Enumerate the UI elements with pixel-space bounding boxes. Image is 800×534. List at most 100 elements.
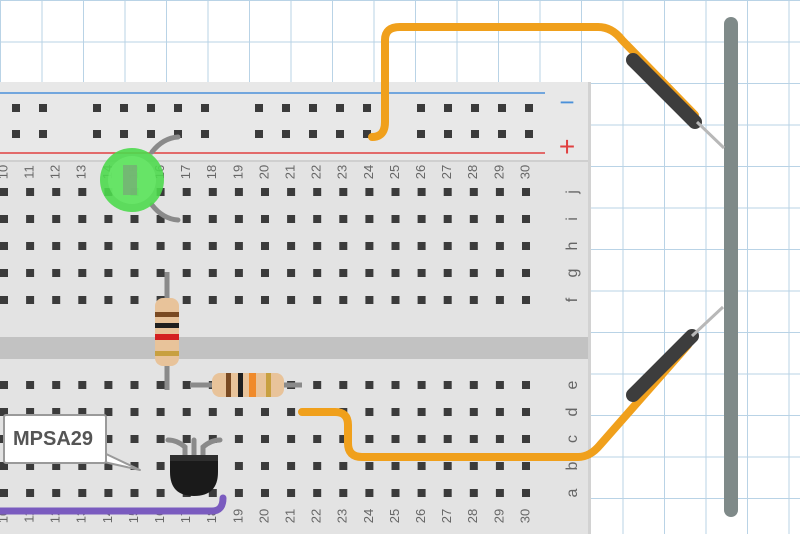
hole[interactable] [391, 188, 400, 196]
hole[interactable] [417, 242, 426, 250]
hole[interactable] [208, 188, 217, 196]
hole[interactable] [26, 296, 35, 304]
hole[interactable] [339, 381, 348, 389]
hole[interactable] [287, 296, 296, 304]
hole[interactable] [130, 381, 139, 389]
hole[interactable] [309, 130, 317, 138]
hole[interactable] [417, 489, 426, 497]
hole[interactable] [495, 489, 504, 497]
hole[interactable] [0, 215, 8, 223]
hole[interactable] [287, 435, 296, 443]
hole[interactable] [444, 130, 452, 138]
hole[interactable] [417, 130, 425, 138]
hole[interactable] [234, 215, 243, 223]
hole[interactable] [208, 408, 217, 416]
hole[interactable] [391, 296, 400, 304]
hole[interactable] [469, 381, 478, 389]
hole[interactable] [130, 215, 139, 223]
hole[interactable] [182, 215, 191, 223]
hole[interactable] [182, 296, 191, 304]
hole[interactable] [443, 296, 452, 304]
hole[interactable] [104, 215, 113, 223]
hole[interactable] [417, 408, 426, 416]
hole[interactable] [201, 104, 209, 112]
hole[interactable] [52, 188, 61, 196]
hole[interactable] [234, 188, 243, 196]
hole[interactable] [282, 104, 290, 112]
hole[interactable] [208, 296, 217, 304]
hole[interactable] [498, 130, 506, 138]
hole[interactable] [287, 188, 296, 196]
hole[interactable] [469, 242, 478, 250]
hole[interactable] [417, 269, 426, 277]
hole[interactable] [522, 381, 530, 389]
hole[interactable] [339, 215, 348, 223]
hole[interactable] [391, 242, 400, 250]
hole[interactable] [469, 296, 478, 304]
hole[interactable] [39, 130, 47, 138]
hole[interactable] [12, 104, 20, 112]
hole[interactable] [156, 489, 165, 497]
hole[interactable] [156, 215, 165, 223]
hole[interactable] [147, 104, 155, 112]
hole[interactable] [234, 462, 243, 470]
hole[interactable] [522, 489, 530, 497]
orange-wire-bottom[interactable] [298, 341, 692, 461]
hole[interactable] [12, 130, 20, 138]
hole[interactable] [309, 104, 317, 112]
hole[interactable] [417, 381, 426, 389]
hole[interactable] [471, 104, 479, 112]
hole[interactable] [365, 408, 374, 416]
hole[interactable] [417, 296, 426, 304]
hole[interactable] [391, 435, 400, 443]
hole[interactable] [52, 215, 61, 223]
hole[interactable] [339, 296, 348, 304]
hole[interactable] [182, 381, 191, 389]
hole[interactable] [313, 215, 322, 223]
hole[interactable] [78, 242, 87, 250]
hole[interactable] [313, 242, 322, 250]
hole[interactable] [365, 435, 374, 443]
hole[interactable] [261, 242, 269, 250]
hole[interactable] [313, 381, 322, 389]
hole[interactable] [391, 269, 400, 277]
hole[interactable] [255, 104, 263, 112]
hole[interactable] [336, 104, 344, 112]
hole[interactable] [156, 435, 165, 443]
hole[interactable] [156, 408, 165, 416]
hole[interactable] [471, 130, 479, 138]
hole[interactable] [365, 269, 374, 277]
hole[interactable] [339, 269, 348, 277]
hole[interactable] [104, 296, 113, 304]
hole[interactable] [443, 242, 452, 250]
hole[interactable] [78, 489, 87, 497]
hole[interactable] [365, 188, 374, 196]
hole[interactable] [26, 215, 35, 223]
hole[interactable] [104, 462, 113, 470]
hole[interactable] [182, 188, 191, 196]
hole[interactable] [365, 489, 374, 497]
hole[interactable] [495, 215, 504, 223]
led[interactable] [100, 134, 181, 223]
hole[interactable] [339, 242, 348, 250]
hole[interactable] [417, 215, 426, 223]
hole[interactable] [522, 269, 530, 277]
hole[interactable] [255, 130, 263, 138]
hole[interactable] [417, 188, 426, 196]
hole[interactable] [93, 104, 101, 112]
hole[interactable] [261, 188, 269, 196]
hole[interactable] [522, 188, 530, 196]
hole[interactable] [417, 104, 425, 112]
hole[interactable] [52, 381, 61, 389]
hole[interactable] [182, 242, 191, 250]
hole[interactable] [469, 215, 478, 223]
hole[interactable] [365, 381, 374, 389]
hole[interactable] [120, 104, 128, 112]
hole[interactable] [261, 296, 269, 304]
hole[interactable] [495, 188, 504, 196]
hole[interactable] [130, 242, 139, 250]
hole[interactable] [234, 269, 243, 277]
hole[interactable] [522, 462, 530, 470]
hole[interactable] [261, 215, 269, 223]
hole[interactable] [26, 269, 35, 277]
